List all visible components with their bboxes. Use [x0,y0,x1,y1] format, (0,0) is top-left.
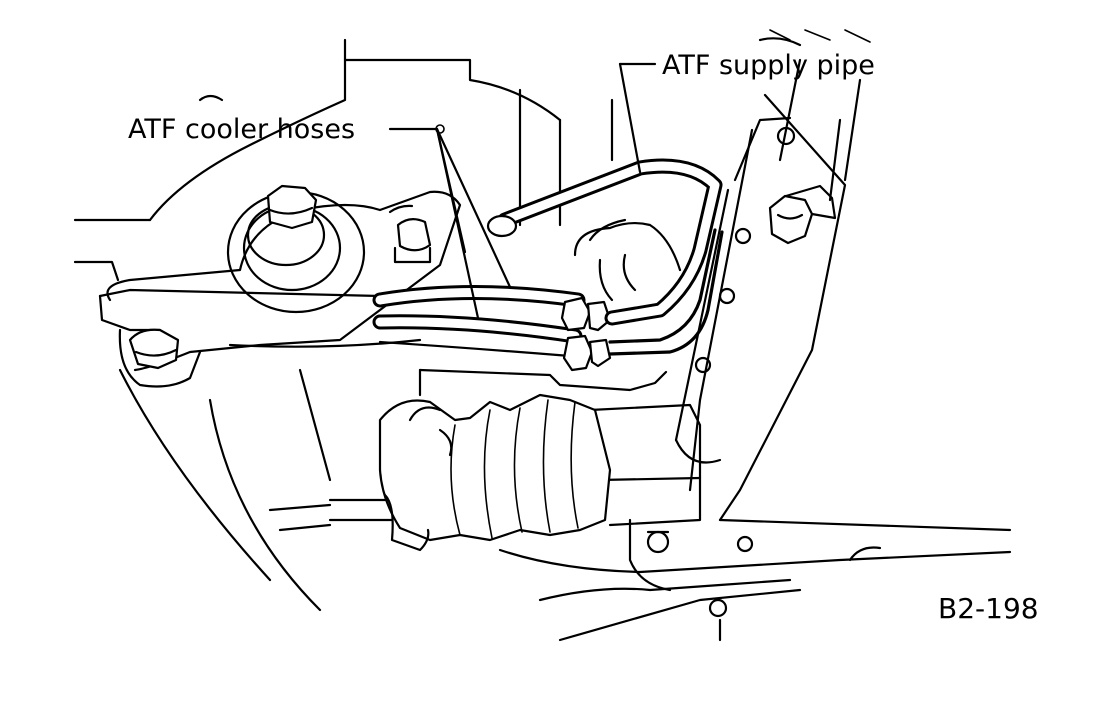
lower-arm [73,260,422,388]
supply-pipe-label: ATF supply pipe [662,50,875,81]
transmission-case [73,29,871,227]
mount-bracket [106,184,462,372]
cooler-hoses-label: ATF cooler hoses [128,114,355,145]
atf-supply-pipe [486,158,724,356]
oil-pan-flange [674,93,847,522]
atf-cooler-hoses [372,285,586,358]
leader-lines [388,62,657,320]
lower-case [118,368,1012,642]
valve-body [573,218,682,302]
hose-clamps [560,296,612,372]
figure-code: B2-198 [938,592,1039,625]
drive-shaft [268,368,702,552]
